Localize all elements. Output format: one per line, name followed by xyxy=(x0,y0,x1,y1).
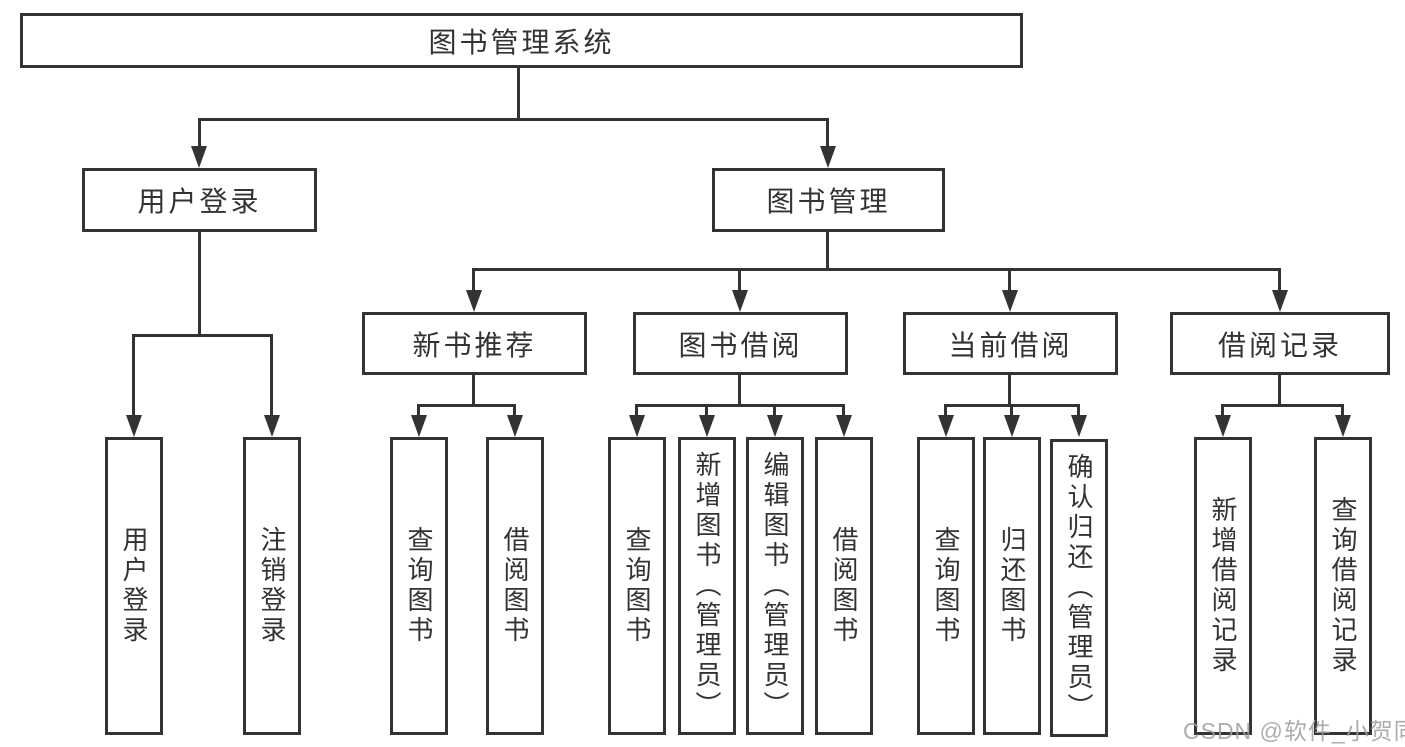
connector-current-borrow-stem xyxy=(1008,374,1011,407)
arrowhead-current-borrow xyxy=(1002,290,1018,312)
connector-book-borrow-drop xyxy=(738,268,741,294)
connector-leaf-drop xyxy=(270,334,273,419)
node-book-management: 图书管理 xyxy=(712,168,945,232)
arrowhead-book-mgmt xyxy=(820,146,836,168)
connector-level3-rail xyxy=(472,268,1281,271)
leaf-add-books-admin: 新增图书（管理员） xyxy=(678,437,736,735)
leaf-add-borrow-record: 新增借阅记录 xyxy=(1194,437,1252,735)
connector-new-book-rail xyxy=(417,404,516,407)
leaf-return-books: 归还图书 xyxy=(983,437,1041,735)
connector-level2-rail xyxy=(198,118,829,121)
connector-new-book-drop xyxy=(472,268,475,294)
connector-leaf-drop xyxy=(944,404,947,419)
arrowhead-leaf xyxy=(264,415,280,437)
arrowhead-new-book xyxy=(466,290,482,312)
node-new-book-recommend: 新书推荐 xyxy=(362,312,587,375)
arrowhead-leaf xyxy=(411,415,427,437)
connector-current-borrow-drop xyxy=(1008,268,1011,294)
leaf-query-books: 查询图书 xyxy=(390,437,448,735)
arrowhead-leaf xyxy=(1335,415,1351,437)
node-root-system: 图书管理系统 xyxy=(20,13,1023,68)
arrowhead-leaf xyxy=(1071,415,1087,437)
connector-leaf-drop xyxy=(842,404,845,419)
arrowhead-leaf xyxy=(1215,415,1231,437)
node-borrow-records: 借阅记录 xyxy=(1170,312,1390,375)
arrowhead-leaf xyxy=(836,415,852,437)
node-current-borrow: 当前借阅 xyxy=(903,312,1118,375)
csdn-watermark: CSDN @软件_小贺同学 xyxy=(1183,718,1405,744)
connector-book-borrow-rail xyxy=(635,404,845,407)
connector-leaf-drop xyxy=(635,404,638,419)
arrowhead-leaf xyxy=(699,415,715,437)
leaf-borrow-books: 借阅图书 xyxy=(815,437,873,735)
arrowhead-leaf xyxy=(767,415,783,437)
connector-leaf-drop xyxy=(417,404,420,419)
connector-leaf-drop xyxy=(513,404,516,419)
arrowhead-leaf xyxy=(507,415,523,437)
connector-leaf-drop xyxy=(1010,404,1013,419)
connector-book-borrow-stem xyxy=(738,374,741,407)
node-book-borrow: 图书借阅 xyxy=(633,312,848,375)
leaf-query-books: 查询图书 xyxy=(917,437,975,735)
connector-book-mgmt-drop xyxy=(826,118,829,150)
connector-book-mgmt-stem xyxy=(826,231,829,271)
leaf-edit-books-admin: 编辑图书（管理员） xyxy=(746,437,804,735)
connector-leaf-drop xyxy=(1341,404,1344,419)
arrowhead-user-login xyxy=(191,146,207,168)
connector-borrow-records-stem xyxy=(1278,374,1281,407)
arrowhead-leaf xyxy=(938,415,954,437)
leaf-query-borrow-record: 查询借阅记录 xyxy=(1314,437,1372,735)
leaf-query-books: 查询图书 xyxy=(608,437,666,735)
leaf-confirm-return-admin: 确认归还（管理员） xyxy=(1050,439,1108,737)
arrowhead-leaf xyxy=(629,415,645,437)
arrowhead-borrow-records xyxy=(1272,290,1288,312)
connector-leaf-drop xyxy=(1077,404,1080,419)
connector-leaf-drop xyxy=(705,404,708,419)
connector-leaf-drop xyxy=(132,334,135,419)
connector-leaf-drop xyxy=(773,404,776,419)
arrowhead-leaf xyxy=(126,415,142,437)
leaf-borrow-books: 借阅图书 xyxy=(486,437,544,735)
connector-leaf-drop xyxy=(1221,404,1224,419)
connector-borrow-records-drop xyxy=(1278,268,1281,294)
connector-user-login-drop xyxy=(198,118,201,150)
connector-user-login-stem xyxy=(198,231,201,337)
leaf-user-login: 用户登录 xyxy=(105,437,163,735)
connector-user-login-rail xyxy=(132,334,273,337)
arrowhead-leaf xyxy=(1004,415,1020,437)
arrowhead-book-borrow xyxy=(732,290,748,312)
node-user-login: 用户登录 xyxy=(82,168,317,232)
connector-root-stem xyxy=(517,67,520,120)
connector-borrow-records-rail xyxy=(1221,404,1344,407)
leaf-logout: 注销登录 xyxy=(243,437,301,735)
connector-new-book-stem xyxy=(472,374,475,407)
